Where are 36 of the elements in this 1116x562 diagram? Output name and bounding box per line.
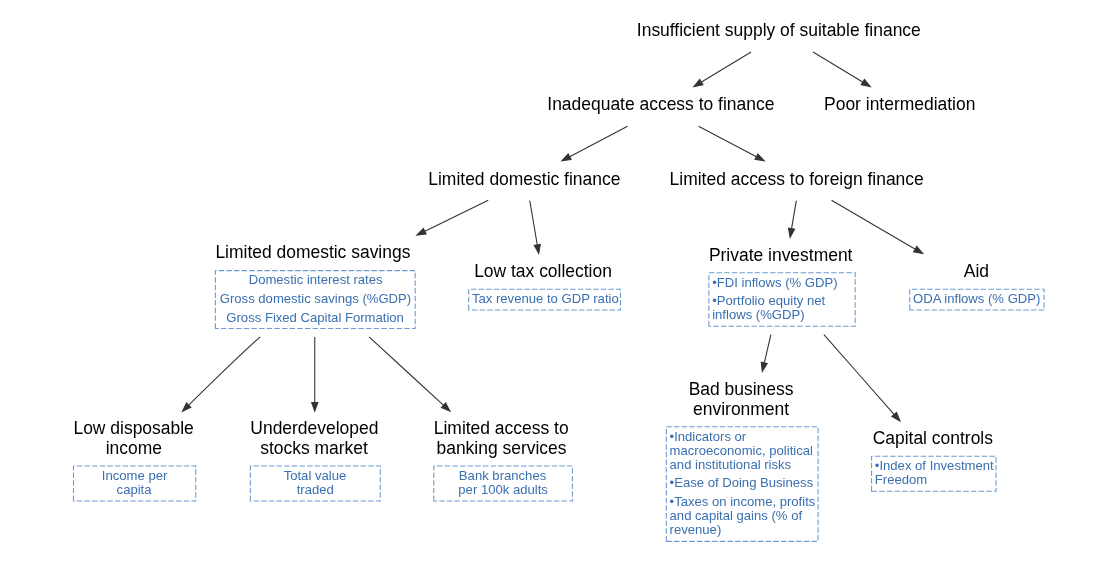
node-box: •FDI inflows (% GDP) •Portfolio equity net inflows (%GDP)	[707, 272, 856, 327]
node-label: Underdeveloped stocks market	[249, 418, 378, 458]
arrow	[368, 336, 451, 413]
node-label: Private investment	[708, 244, 852, 265]
node-label: Aid	[963, 260, 989, 281]
node-label: Limited access to banking services	[433, 418, 569, 458]
arrow	[697, 125, 766, 162]
node-box: Tax revenue to GDP ratio	[467, 288, 621, 311]
node-label: Low tax collection	[473, 260, 612, 281]
node-box: ODA inflows (% GDP)	[908, 288, 1045, 311]
node-text: Insufficient supply of suitable finance	[636, 20, 921, 41]
node-text: Poor intermediation	[823, 94, 975, 115]
node-box: Bank branches per 100k adults	[432, 465, 573, 502]
node-text: Limited access to foreign finance	[669, 168, 924, 189]
node-box: Domestic interest rates Gross domestic savings (%GDP) Gross Fixed Capital Formation	[214, 270, 416, 330]
arrow	[559, 125, 628, 162]
node-box: •Indicators or macroeconomic, political and institutional risks •Ease of Doing Business •Taxes on income, profits and capital gains (% of revenue)	[665, 426, 819, 542]
node-text: Inadequate access to finance	[546, 94, 774, 115]
arrow	[691, 51, 752, 88]
arrow	[822, 334, 901, 423]
node-box: Income per capita	[72, 465, 196, 502]
arrow	[528, 200, 541, 256]
node-text: Limited domestic finance	[427, 168, 620, 189]
arrow	[787, 200, 797, 239]
node-label: Low disposable income	[72, 418, 194, 458]
node-box: •Index of Investment Freedom	[870, 455, 997, 492]
arrow	[180, 336, 261, 413]
arrow	[811, 51, 872, 88]
arrow	[310, 336, 319, 413]
arrow	[830, 199, 924, 255]
arrow	[760, 334, 771, 373]
node-label: Bad business environment	[688, 378, 793, 419]
arrow	[414, 199, 489, 236]
node-label: Limited domestic savings	[214, 242, 410, 263]
node-label: Capital controls	[872, 428, 993, 449]
node-box: Total value traded	[249, 465, 381, 502]
